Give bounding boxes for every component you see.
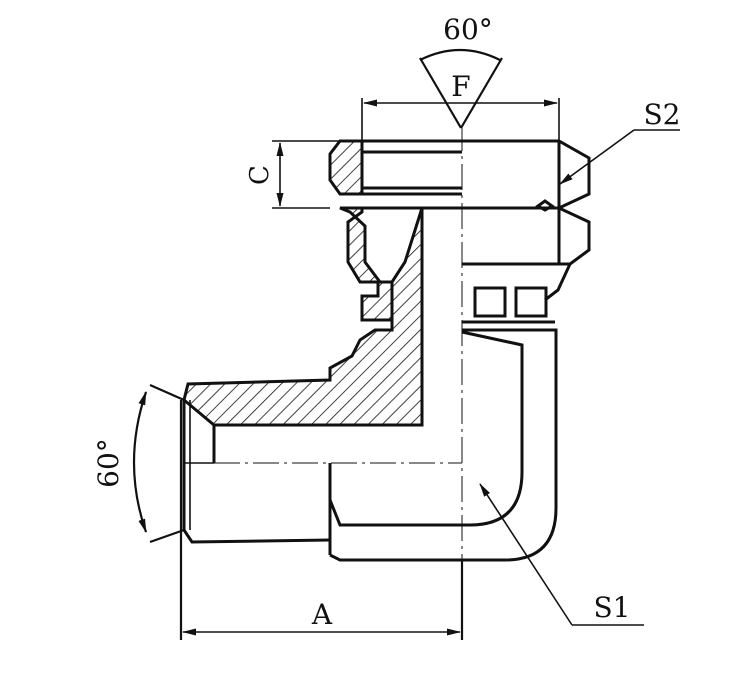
left-angle-label: 60°	[92, 438, 125, 488]
left-angle-arc	[132, 391, 148, 533]
s2-leader: S2	[559, 98, 681, 185]
nut-outline	[362, 139, 591, 324]
s2-leader-line	[559, 129, 635, 185]
ring-right	[514, 286, 548, 318]
nut-section-top	[328, 139, 364, 196]
left-angle-top-ray	[149, 383, 185, 402]
nut-corner-mark	[535, 199, 555, 212]
a-dimension: A	[179, 400, 464, 640]
top-angle-indicator: 60°	[419, 13, 503, 129]
male-end	[182, 400, 331, 544]
left-angle-indicator: 60°	[92, 383, 185, 544]
f-dimension: F	[361, 70, 560, 140]
elbow-outer	[329, 328, 558, 562]
nut-section-bottom	[339, 206, 394, 322]
section-view	[182, 139, 424, 427]
top-angle-label: 60°	[443, 13, 493, 46]
male-end-outline	[182, 400, 331, 544]
s1-leader: S1	[479, 483, 644, 626]
ring-left	[473, 286, 507, 318]
s1-label: S1	[594, 591, 631, 624]
body-section	[182, 207, 424, 427]
top-angle-left-ray	[419, 57, 462, 129]
top-angle-arc	[419, 48, 501, 61]
left-angle-bottom-ray	[149, 528, 185, 544]
top-angle-right-ray	[460, 57, 503, 129]
f-label: F	[451, 70, 470, 103]
center-lines	[214, 125, 463, 590]
s1-leader-line	[479, 483, 573, 626]
elbow-body	[328, 328, 558, 562]
c-label: C	[245, 165, 275, 185]
s2-label: S2	[644, 98, 681, 131]
elbow-inner	[328, 330, 524, 527]
a-label: A	[311, 598, 333, 631]
